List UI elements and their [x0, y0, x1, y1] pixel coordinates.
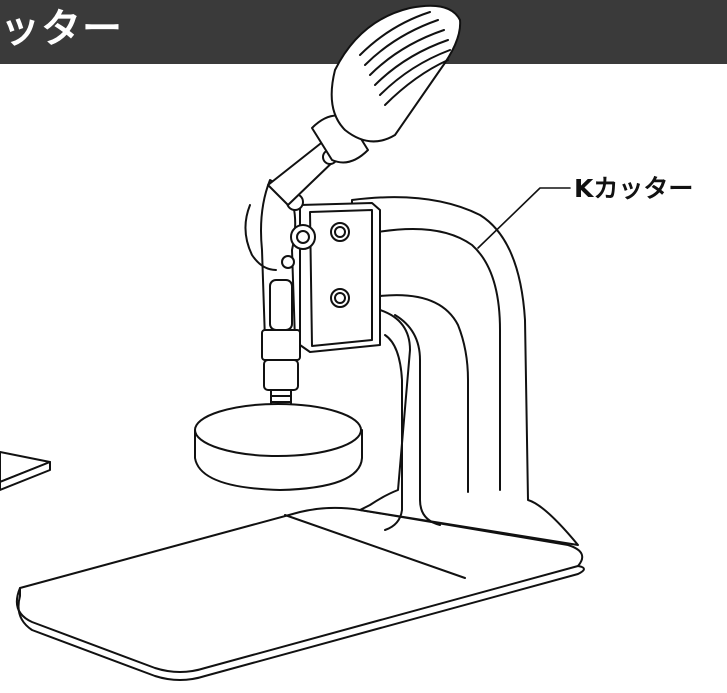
c-frame — [351, 196, 579, 546]
k-cutter-label: Kカッター — [574, 174, 694, 203]
cutting-pad — [194, 403, 363, 491]
banner-title: ッター — [0, 6, 123, 52]
clamp-linkage — [244, 179, 316, 361]
mounting-plate — [299, 202, 381, 353]
sheet-material — [0, 451, 51, 491]
base-plate — [16, 506, 585, 681]
callout-leader-line — [477, 187, 571, 249]
handle-lever — [267, 114, 369, 206]
handle-grip — [330, 4, 462, 143]
